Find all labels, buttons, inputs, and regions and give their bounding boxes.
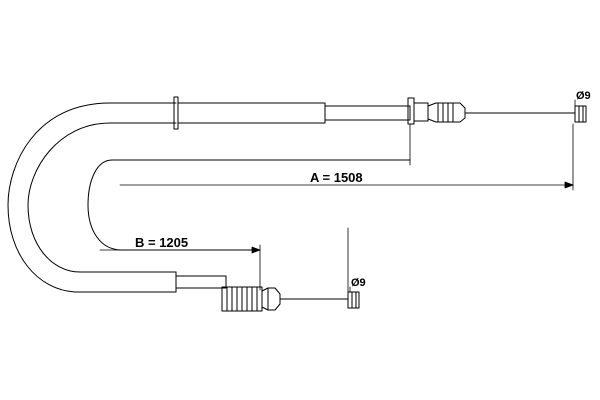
top-nipple	[574, 105, 587, 123]
cable-sheath	[7, 102, 177, 293]
bottom-nipple	[347, 291, 360, 309]
sheath-outer-edge	[7, 102, 177, 293]
dimension-a	[119, 123, 574, 191]
bottom-diameter-label: Ø9	[351, 277, 366, 289]
bottom-end-fitting	[221, 286, 281, 312]
top-sheath	[177, 102, 411, 124]
top-diameter-label: Ø9	[576, 90, 591, 102]
dimension-b	[99, 227, 349, 293]
sheath-inner-edge	[27, 122, 177, 273]
diameter-leaders	[349, 99, 576, 293]
cable-inner-loop	[87, 159, 411, 251]
dimension-a-label: A = 1508	[310, 170, 363, 185]
top-end-fitting	[407, 97, 466, 125]
top-bracket-ring	[173, 96, 179, 130]
bottom-sheath	[175, 271, 227, 293]
dimension-b-label: B = 1205	[135, 235, 189, 250]
